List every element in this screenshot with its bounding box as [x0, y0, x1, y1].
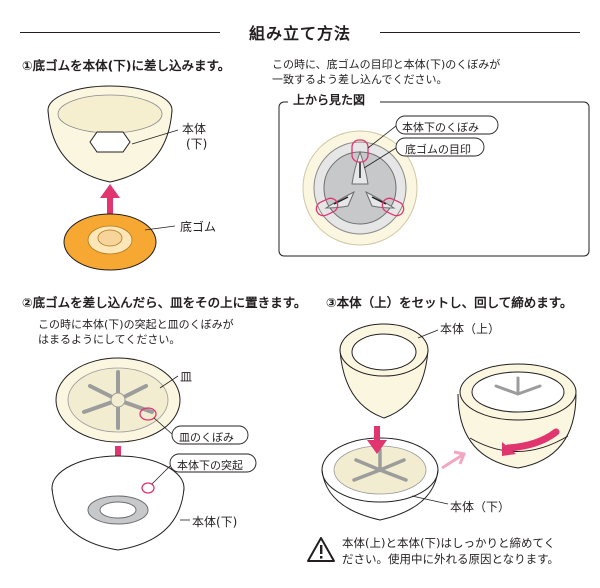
- label-plate: 皿: [180, 370, 193, 384]
- top-view-box: [278, 96, 590, 257]
- insert-arrow: [100, 184, 120, 216]
- label-body-lower-step3: 本体（下）: [450, 500, 511, 514]
- step1-note-line2: 一致するよう差し込んでください。: [272, 73, 448, 86]
- top-view-title: 上から見た図: [290, 91, 369, 108]
- body-lower: [51, 455, 185, 551]
- page-title: 組み立て方法: [248, 24, 351, 43]
- assembled-unit: [457, 363, 577, 469]
- label-plate-hollow: 皿のくぼみ: [179, 431, 234, 444]
- next-arrow: [441, 450, 467, 470]
- label-bottom-rubber: 底ゴム: [180, 220, 217, 234]
- step3-heading: ③本体（上）をセットし、回して締めます。: [326, 295, 573, 310]
- label-rubber-mark: 底ゴムの目印: [405, 143, 471, 156]
- warning-line2: ださい。使用中に外れる原因となります。: [342, 552, 560, 566]
- header-rule-left: [20, 32, 220, 33]
- section-header: 組み立て方法: [0, 18, 600, 48]
- step2-heading: ②底ゴムを差し込んだら、皿をその上に置きます。: [22, 295, 307, 310]
- attach-arrow: [367, 426, 387, 454]
- step2-note-line2: はまるようにしてください。: [38, 333, 181, 346]
- body-lower-open: [321, 437, 439, 521]
- step3-illustration: [321, 323, 577, 521]
- label-body-lower-step2: 本体(下): [192, 515, 238, 529]
- label-body-hollow: 本体下のくぼみ: [402, 121, 479, 134]
- label-body-protrusion: 本体下の突起: [177, 459, 243, 472]
- label-body-lower-2: (下): [186, 137, 208, 151]
- step1-note-line1: この時に、底ゴムの目印と本体(下)のくぼみが: [272, 58, 501, 71]
- warning-line1: 本体(上)と本体(下)はしっかりと締めてく: [342, 536, 556, 550]
- label-body-lower-1: 本体: [182, 122, 207, 136]
- hollow-highlights: [315, 139, 405, 217]
- body-lower-bowl: [47, 85, 173, 183]
- body-upper: [339, 323, 429, 419]
- step2-note-line1: この時に本体(下)の突起と皿のくぼみが: [38, 318, 234, 331]
- label-body-upper: 本体（上）: [440, 322, 501, 336]
- header-rule-right: [380, 32, 580, 33]
- plate: [55, 357, 181, 443]
- step1-illustration: [47, 85, 179, 271]
- step2-illustration: [51, 357, 257, 551]
- warning-icon: [307, 537, 335, 562]
- step1-heading: ①底ゴムを本体(下)に差し込みます。: [22, 58, 231, 73]
- bottom-rubber: [63, 213, 157, 271]
